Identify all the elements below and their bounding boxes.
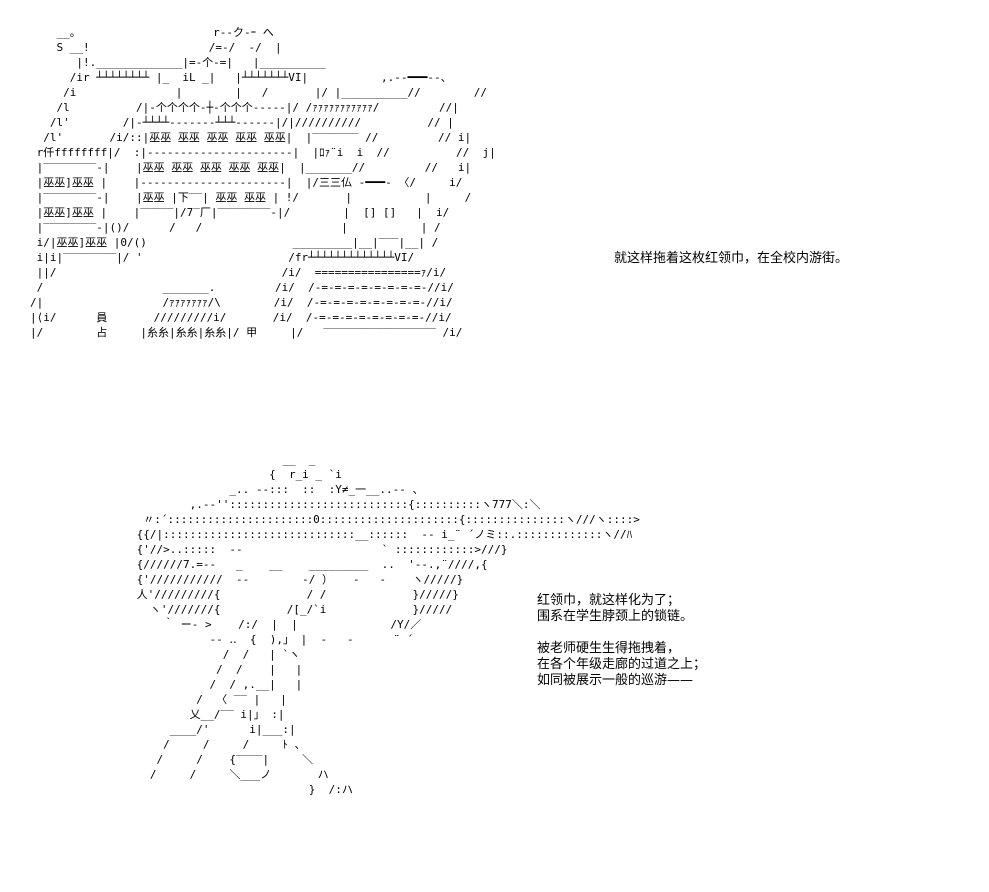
caption-spacer xyxy=(537,625,706,641)
caption-line: 如同被展示一般的巡游—— xyxy=(537,673,694,688)
red-scarf-figure-ascii-art: __ _ { r_i _ `i _.. -‐::: :: :Y≠_一__..-‐… xyxy=(136,453,640,796)
caption-line: 在各个年级走廊的过道之上； xyxy=(537,657,707,672)
caption-red-scarf-chain: 红领巾，就这样化为了； 围系在学生脖颈上的锁链。 被老师硬生生得拖拽着， 在各个… xyxy=(537,593,706,689)
caption-line: 就这样拖着这枚红领巾，在全校内游街。 xyxy=(614,251,849,266)
school-building-ascii-art: __。 r--ク-ｰ へ S __! /=-/ -/ | |!.________… xyxy=(30,26,496,339)
caption-line: 围系在学生脖颈上的锁链。 xyxy=(537,609,694,624)
caption-parade-through-school: 就这样拖着这枚红领巾，在全校内游街。 xyxy=(614,251,848,267)
caption-line: 被老师硬生生得拖拽着， xyxy=(537,641,681,656)
caption-line: 红领巾，就这样化为了； xyxy=(537,593,681,608)
